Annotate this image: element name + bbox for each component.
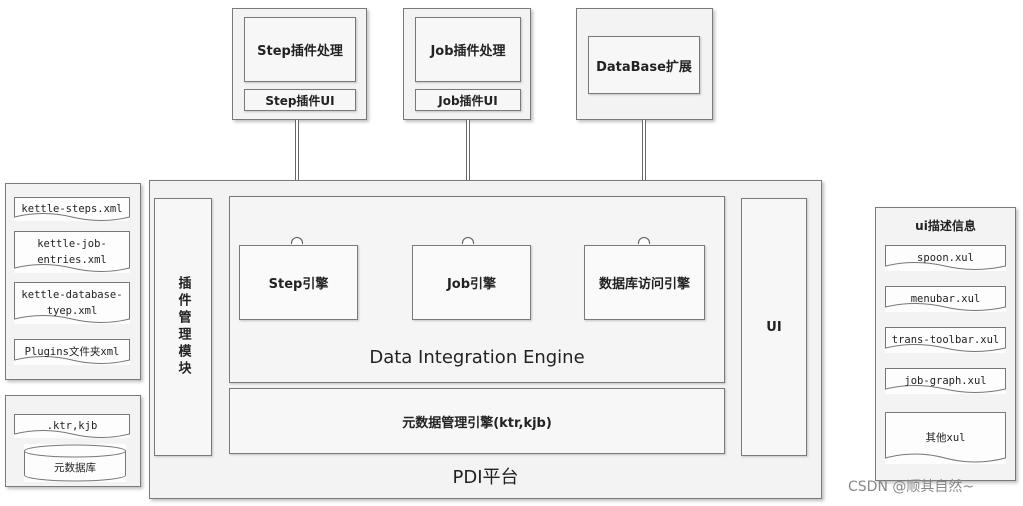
config-file-label: kettle-steps.xml (21, 203, 123, 215)
database-plugin-group: DataBase扩展 (576, 8, 713, 120)
config-file-label: Plugins文件夹xml (24, 346, 120, 358)
ktr-file-label: .ktr,kjb (46, 420, 98, 432)
job-engine: Job引擎 (412, 245, 531, 320)
job-engine-socket (462, 237, 474, 244)
config-file-doc: kettle-steps.xml (14, 197, 130, 221)
ui-xul-doc: spoon.xul (885, 245, 1006, 271)
engine-title: Data Integration Engine (369, 347, 585, 368)
ui-desc-group: ui描述信息 spoon.xul menubar.xul trans-toolb… (875, 207, 1016, 481)
ui-xul-label: trans-toolbar.xul (891, 334, 1000, 346)
ui-desc-title: ui描述信息 (915, 219, 976, 233)
step-plugin-processing: Step插件处理 (244, 17, 356, 82)
watermark: CSDN @顺其自然~ (848, 479, 975, 495)
db-engine-socket (638, 237, 650, 244)
step-connector-line (295, 120, 299, 237)
config-file-doc: kettle-database-tyep.xml (14, 282, 130, 324)
pdi-platform: 插件管理模块 Data Integration Engine Step引擎 Jo… (149, 180, 822, 499)
ui-xul-label: 其他xul (925, 432, 966, 444)
config-files-group: kettle-steps.xml kettle-job-entries.xml … (5, 183, 141, 380)
storage-group: .ktr,kjb 元数据库 (5, 395, 141, 487)
metadata-db-cylinder: 元数据库 (24, 444, 126, 482)
metadata-engine: 元数据管理引擎(ktr,kjb) (229, 388, 725, 454)
ui-xul-doc: 其他xul (885, 412, 1006, 464)
config-file-doc: Plugins文件夹xml (14, 339, 130, 365)
database-extension: DataBase扩展 (588, 36, 700, 94)
config-file-label: kettle-job-entries.xml (37, 238, 107, 266)
job-plugin-processing: Job插件处理 (415, 17, 521, 82)
plugin-manager-module: 插件管理模块 (154, 198, 212, 456)
config-file-doc: kettle-job-entries.xml (14, 231, 130, 273)
ui-xul-label: menubar.xul (910, 293, 981, 305)
config-file-label: kettle-database-tyep.xml (21, 289, 123, 317)
ui-xul-label: spoon.xul (917, 252, 974, 264)
job-plugin-group: Job插件处理 Job插件UI (403, 8, 531, 120)
job-connector-line (466, 120, 470, 237)
ui-module: UI (741, 198, 807, 456)
step-plugin-group: Step插件处理 Step插件UI (232, 8, 367, 120)
job-plugin-ui: Job插件UI (415, 89, 521, 111)
step-plugin-ui: Step插件UI (244, 89, 356, 111)
database-connector-line (642, 120, 646, 237)
plugin-manager-label: 插件管理模块 (175, 276, 191, 378)
ui-xul-doc: job-graph.xul (885, 368, 1006, 394)
ktr-file-doc: .ktr,kjb (14, 414, 130, 438)
ui-xul-doc: trans-toolbar.xul (885, 327, 1006, 353)
step-engine-socket (291, 237, 303, 244)
step-engine: Step引擎 (239, 245, 358, 320)
platform-title: PDI平台 (452, 467, 519, 488)
ui-xul-label: job-graph.xul (904, 375, 987, 387)
db-access-engine: 数据库访问引擎 (584, 245, 705, 320)
metadata-db-label: 元数据库 (54, 462, 96, 474)
ui-xul-doc: menubar.xul (885, 286, 1006, 312)
